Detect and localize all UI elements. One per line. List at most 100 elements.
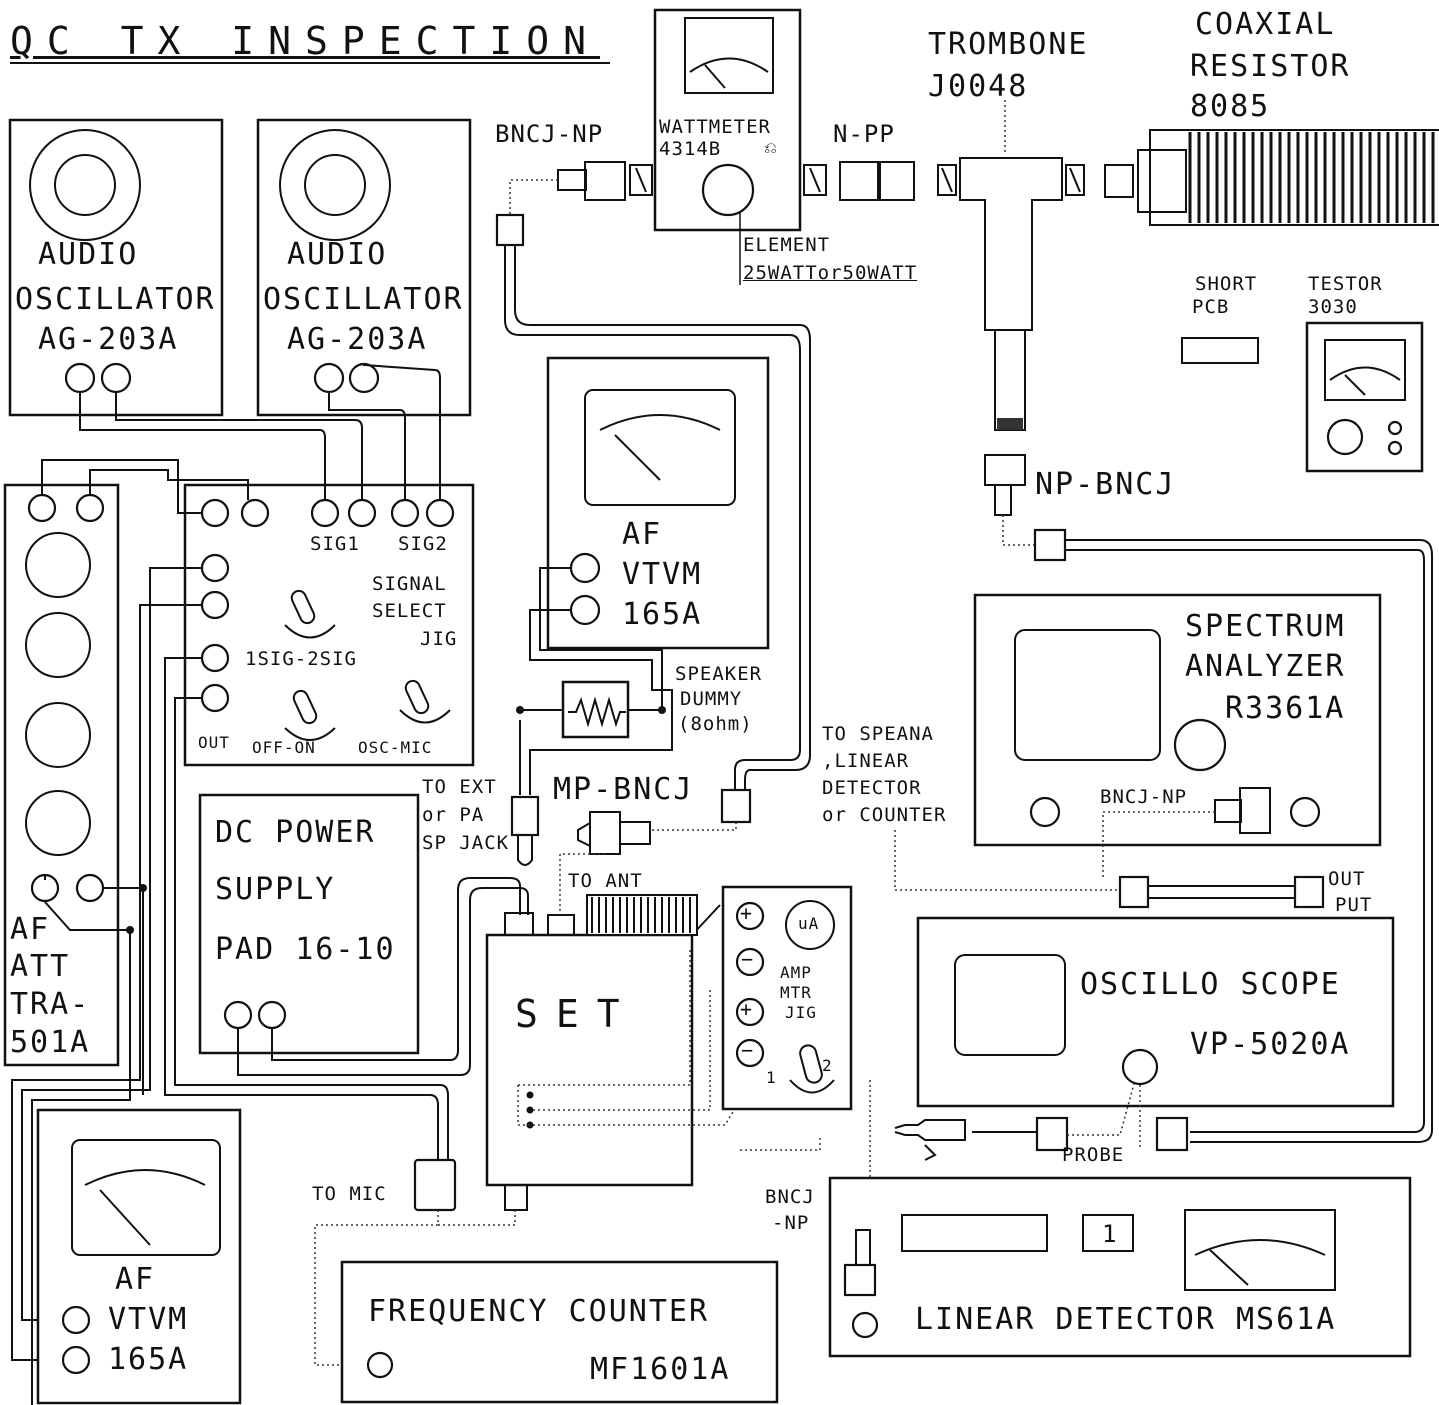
jig-line2: SELECT	[372, 600, 447, 622]
speaker-line3: (8ohm)	[678, 713, 753, 735]
sig1-label: SIG1	[310, 533, 360, 555]
linear-detector-label: LINEAR DETECTOR MS61A	[915, 1302, 1337, 1337]
testor-label: TESTOR	[1308, 273, 1383, 295]
vtvm-top-line2: VTVM	[622, 557, 703, 592]
linear-detector	[828, 1176, 1412, 1358]
freq-counter-model: MF1601A	[590, 1352, 731, 1387]
dc-power-line2: SUPPLY	[215, 872, 336, 907]
to-ant-label: TO ANT	[568, 870, 643, 892]
ld-bncj-line2: -NP	[772, 1212, 810, 1234]
dc-power-supply	[198, 793, 420, 1055]
wattmeter	[653, 8, 802, 232]
vtvm-top-model: 165A	[622, 597, 703, 632]
wattmeter-model: 4314B	[659, 138, 722, 160]
ld-digit: 1	[1102, 1220, 1118, 1248]
amp-pos2: 2	[822, 1056, 833, 1075]
output-line1: OUT	[1328, 868, 1366, 890]
ld-bncj-line1: BNCJ	[765, 1186, 815, 1208]
plus-icon: +	[740, 997, 753, 1021]
set-unit	[485, 894, 721, 1211]
switch-osc-mic: OSC-MIC	[358, 738, 433, 757]
bncj-np-top-label: BNCJ-NP	[495, 120, 604, 148]
to-ext-line3: SP JACK	[422, 832, 510, 854]
minus-icon: −	[741, 947, 754, 971]
af-vtvm-bottom	[36, 1108, 242, 1405]
audio-oscillator-2	[256, 118, 472, 417]
osc2-line1: AUDIO	[287, 237, 388, 272]
dc-power-line1: DC POWER	[215, 815, 376, 850]
out-label: OUT	[198, 733, 230, 752]
af-att-line3: TRA-	[10, 987, 91, 1022]
oscilloscope-model: VP-5020A	[1190, 1027, 1351, 1062]
oscilloscope-label: OSCILLO SCOPE	[1080, 967, 1341, 1002]
to-ext-line2: or PA	[422, 804, 485, 826]
testor-3030	[1305, 321, 1424, 473]
trombone-model: J0048	[928, 69, 1029, 104]
short-pcb-line2: PCB	[1192, 296, 1230, 318]
osc1-line2: OSCILLATOR	[15, 282, 216, 317]
wattmeter-label: WATTMETER	[659, 116, 771, 138]
spectrum-line1: SPECTRUM	[1185, 609, 1346, 644]
vtvm-top-line1: AF	[622, 517, 663, 552]
element-spec: 25WATTor50WATT	[743, 262, 918, 284]
short-pcb-line1: SHORT	[1195, 273, 1258, 295]
set-label: SET	[515, 992, 638, 1036]
vtvm-bottom-line1: AF	[115, 1262, 156, 1297]
switch-off-on: OFF-ON	[252, 738, 316, 757]
to-speana-line3: DETECTOR	[822, 777, 922, 799]
minus-icon: −	[741, 1038, 754, 1062]
signal-select-jig	[183, 483, 475, 767]
amp-line2: MTR	[780, 983, 812, 1002]
coaxial-resistor	[1104, 129, 1439, 226]
spectrum-line2: ANALYZER	[1185, 649, 1346, 684]
amp-pos1: 1	[766, 1068, 777, 1087]
to-speana-line1: TO SPEANA	[822, 723, 934, 745]
mp-bncj-label: MP-BNCJ	[553, 772, 694, 807]
testor-model: 3030	[1308, 296, 1358, 318]
trombone	[937, 157, 1085, 431]
af-vtvm-top	[546, 356, 770, 650]
spectrum-analyzer	[973, 593, 1382, 847]
element-label: ELEMENT	[743, 234, 831, 256]
osc2-line2: OSCILLATOR	[263, 282, 464, 317]
wattmeter-knob-icon: ⎌	[764, 138, 778, 157]
sig2-label: SIG2	[398, 533, 448, 555]
speaker-line1: SPEAKER	[675, 663, 763, 685]
freq-counter-label: FREQUENCY COUNTER	[368, 1294, 710, 1329]
jig-line1: SIGNAL	[372, 573, 447, 595]
to-ext-line1: TO EXT	[422, 776, 497, 798]
to-speana-line4: or COUNTER	[822, 804, 947, 826]
oscilloscope	[916, 916, 1395, 1108]
dc-power-model: PAD 16-10	[215, 932, 396, 967]
osc2-model: AG-203A	[287, 322, 428, 357]
af-att-line4: 501A	[10, 1025, 91, 1060]
coaxial-model: 8085	[1190, 89, 1271, 124]
ua-meter-label: uA	[798, 914, 820, 933]
amp-line1: AMP	[780, 963, 812, 982]
n-pp-label: N-PP	[833, 120, 895, 148]
coaxial-line2: RESISTOR	[1190, 49, 1351, 84]
switch-1sig-2sig: 1SIG-2SIG	[245, 648, 357, 670]
af-attenuator	[3, 483, 120, 1067]
amp-meter-jig	[721, 885, 853, 1111]
spectrum-model: R3361A	[1225, 691, 1346, 726]
osc1-line1: AUDIO	[38, 237, 139, 272]
np-bncj-label: NP-BNCJ	[1035, 467, 1176, 502]
af-att-line2: ATT	[10, 949, 71, 984]
output-line2: PUT	[1335, 894, 1373, 916]
frequency-counter	[340, 1260, 779, 1404]
short-pcb	[1181, 337, 1259, 364]
to-mic-label: TO MIC	[312, 1183, 387, 1205]
coaxial-line1: COAXIAL	[1195, 7, 1336, 42]
probe-label: PROBE	[1062, 1144, 1125, 1166]
osc1-model: AG-203A	[38, 322, 179, 357]
af-att-line1: AF	[10, 912, 51, 947]
jig-line3: JIG	[420, 628, 458, 650]
spectrum-bncj-np: BNCJ-NP	[1100, 786, 1188, 808]
amp-line3: JIG	[785, 1003, 817, 1022]
speaker-line2: DUMMY	[680, 688, 743, 710]
vtvm-bottom-line2: VTVM	[108, 1302, 189, 1337]
page-title: QC TX INSPECTION	[10, 19, 601, 63]
to-speana-line2: ,LINEAR	[822, 750, 910, 772]
